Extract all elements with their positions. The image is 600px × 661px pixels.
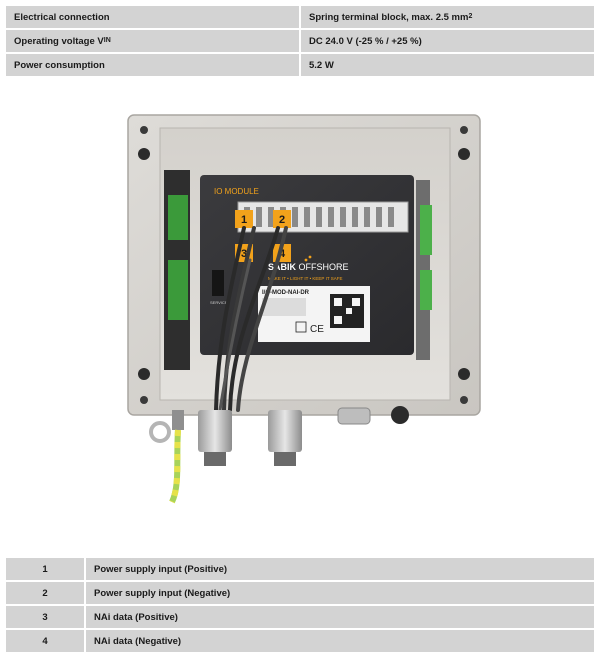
legend-description: Power supply input (Positive) [86, 558, 594, 580]
screw-icon [460, 396, 468, 404]
terminal-strip [237, 201, 409, 233]
legend-description: Power supply input (Negative) [86, 582, 594, 604]
screw-icon [140, 126, 148, 134]
spec-label: Electrical connection [6, 6, 299, 28]
earth-gland [172, 410, 184, 430]
label-fine-print [262, 298, 306, 316]
green-terminal-block [168, 260, 188, 320]
logo-dot-icon [304, 258, 308, 262]
mounting-hole-icon [458, 148, 470, 160]
module-title: IO MODULE [214, 187, 259, 196]
cable-bundle [214, 226, 288, 412]
spec-label: Power consumption [6, 54, 299, 76]
legend-number: 2 [6, 582, 84, 604]
legend-row: 4 NAi data (Negative) [6, 630, 594, 652]
green-terminal-block [420, 270, 432, 310]
green-terminal-block [420, 205, 432, 255]
callout-label: 1 [241, 214, 247, 226]
ring-terminal-icon [149, 421, 171, 443]
screw-icon [460, 126, 468, 134]
mounting-hole-icon [138, 148, 150, 160]
service-label: SERVICE [210, 300, 228, 305]
callout-badge-1 [235, 210, 253, 228]
spec-row-electrical-connection: Electrical connection Spring terminal bl… [6, 6, 594, 28]
spec-value: DC 24.0 V (-25 % / +25 %) [301, 30, 594, 52]
model-number: I/O-MOD-NAI-DR [262, 290, 310, 296]
weee-icon [295, 321, 307, 333]
green-terminal-block [168, 195, 188, 240]
cable-gland [268, 410, 302, 452]
specification-table: Electrical connection Spring terminal bl… [6, 6, 594, 78]
cable-gland-base [274, 452, 296, 466]
legend-row: 3 NAi data (Positive) [6, 606, 594, 628]
legend-number: 3 [6, 606, 84, 628]
screw-icon [140, 396, 148, 404]
cable-gland [198, 410, 232, 452]
connection-legend-table: 1 Power supply input (Positive) 2 Power … [6, 558, 594, 654]
logo-dot-icon [308, 255, 312, 259]
legend-number: 1 [6, 558, 84, 580]
brand-tagline: MAKE IT • LIGHT IT • KEEP IT SAFE [268, 276, 343, 281]
breather-plug [391, 406, 409, 424]
spec-value: 5.2 W [301, 54, 594, 76]
legend-row: 2 Power supply input (Negative) [6, 582, 594, 604]
legend-description: NAi data (Negative) [86, 630, 594, 652]
callout-label: 2 [279, 214, 285, 226]
blank-plug [337, 407, 371, 425]
legend-description: NAi data (Positive) [86, 606, 594, 628]
ce-mark-icon: CE [310, 324, 324, 335]
callout-label: 4 [279, 248, 286, 260]
io-module-enclosure-photo: IO MODULE 1 2 3 4 SABIK OFFSHORE MAKE IT… [120, 110, 490, 505]
spec-row-power-consumption: Power consumption 5.2 W [6, 54, 594, 76]
callout-badge-2 [273, 210, 291, 228]
service-port [212, 270, 224, 296]
enclosure-illustration: IO MODULE 1 2 3 4 SABIK OFFSHORE MAKE IT… [127, 114, 481, 504]
brand-name: SABIK OFFSHORE [268, 262, 349, 272]
legend-row: 1 Power supply input (Positive) [6, 558, 594, 580]
cable-gland-base [204, 452, 226, 466]
mounting-hole-icon [138, 368, 150, 380]
callout-label: 3 [241, 248, 247, 260]
legend-number: 4 [6, 630, 84, 652]
mounting-hole-icon [458, 368, 470, 380]
